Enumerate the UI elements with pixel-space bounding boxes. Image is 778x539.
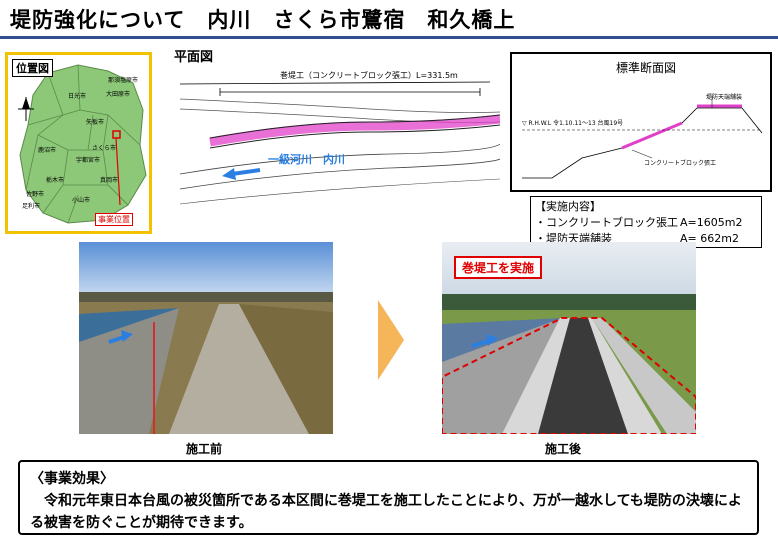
town-label: 真岡市	[100, 177, 119, 184]
town-label: 那須塩原市	[108, 77, 139, 84]
town-label: 大田原市	[106, 91, 131, 98]
crest-pavement-label: 堤防天端舗装	[706, 94, 743, 101]
levee-length-label: 巻堤工（コンクリートブロック張工）L=331.5m	[280, 71, 458, 80]
location-map-label: 位置図	[12, 59, 53, 77]
river-flow-arrow-icon	[222, 168, 261, 180]
project-effect-text: 令和元年東日本台風の被災箇所である本区間に巻堤工を施工したことにより、万が一越水…	[30, 493, 742, 531]
town-label: 鹿沼市	[38, 147, 57, 154]
before-photo	[79, 242, 333, 434]
implementation-item-label: ・コンクリートブロック張工	[535, 216, 678, 229]
levee-highlight	[209, 114, 501, 147]
town-label: 佐野市	[26, 191, 45, 198]
after-construction-tag: 巻堤工を実施	[454, 256, 543, 279]
implementation-item: ・堤防天端舗装 A= 662m2	[535, 231, 757, 247]
implementation-box: 【実施内容】 ・コンクリートブロック張工 A=1605m2 ・堤防天端舗装 A=…	[530, 196, 762, 248]
after-photo	[442, 242, 696, 434]
location-map: 位置図 日光市 大田原市 矢板市 那須塩原市 さくら市 宇都宮市 真岡市 栃木市…	[5, 52, 152, 234]
implementation-item: ・コンクリートブロック張工 A=1605m2	[535, 215, 757, 231]
cross-section-drawing	[522, 96, 763, 179]
plan-view: 巻堤工（コンクリートブロック張工）L=331.5m 一級河川 内川	[170, 64, 501, 214]
implementation-item-value: A=1605m2	[680, 216, 743, 229]
site-leader-line	[115, 137, 121, 206]
cross-section-panel: 標準断面図 ▽ R.H.W.L 令1.10.11～13 台風19号 堤防天端舗装…	[510, 52, 772, 192]
cross-section-title: 標準断面図	[616, 61, 677, 75]
title-underline	[0, 36, 778, 39]
river-name-label: 一級河川 内川	[268, 153, 345, 166]
plan-drawing	[179, 81, 501, 205]
implementation-heading: 【実施内容】	[535, 200, 601, 213]
location-map-graphic	[18, 64, 147, 224]
town-label: 小山市	[72, 197, 91, 204]
project-effect-heading: 〈事業効果〉	[30, 471, 114, 487]
town-label: 栃木市	[46, 177, 65, 184]
transition-arrow-icon	[378, 300, 404, 380]
town-label: 足利市	[22, 203, 41, 210]
construction-area-outline	[442, 317, 696, 434]
town-label: さくら市	[92, 145, 117, 152]
project-effect-box: 〈事業効果〉 令和元年東日本台風の被災箇所である本区間に巻堤工を施工したことによ…	[18, 460, 759, 535]
implementation-item-value: A= 662m2	[680, 232, 739, 245]
town-label: 矢板市	[86, 119, 105, 126]
site-location-label: 事業位置	[95, 213, 133, 226]
town-label: 宇都宮市	[76, 157, 101, 164]
implementation-item-label: ・堤防天端舗装	[535, 232, 612, 245]
hwl-label: ▽ R.H.W.L 令1.10.11～13 台風19号	[522, 120, 624, 127]
block-revetment-label: コンクリートブロック張工	[644, 160, 717, 167]
before-caption: 施工前	[186, 442, 223, 456]
block-revetment-highlight	[621, 121, 683, 150]
after-caption: 施工後	[545, 442, 582, 456]
plan-view-label: 平面図	[174, 50, 214, 65]
page-title: 堤防強化について 内川 さくら市鷺宿 和久橋上	[10, 8, 516, 32]
north-arrow-icon	[18, 97, 34, 121]
town-label: 日光市	[68, 93, 87, 100]
